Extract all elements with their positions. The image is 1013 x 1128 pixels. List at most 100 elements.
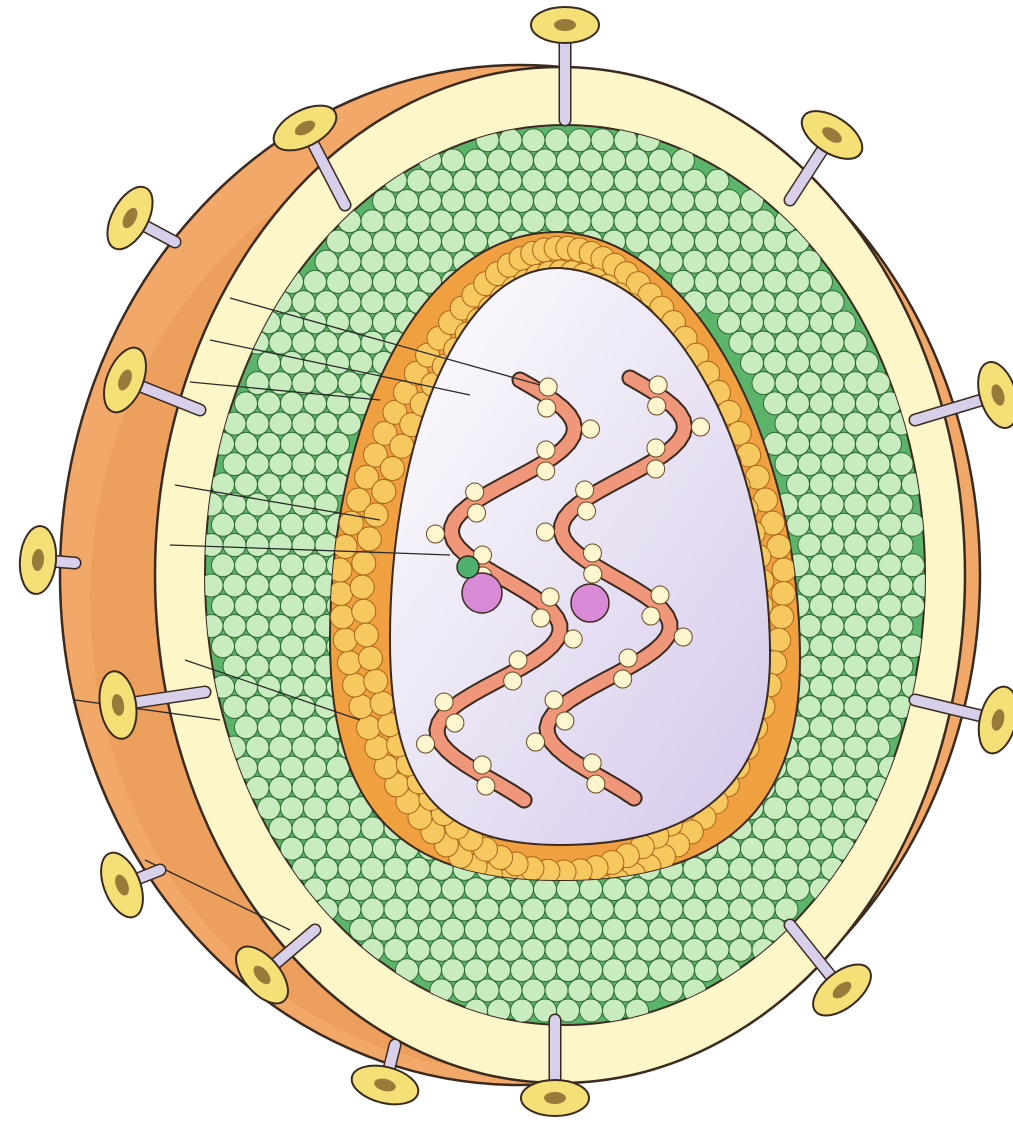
matrix-bead [499, 169, 522, 192]
matrix-bead [798, 493, 821, 516]
matrix-bead [879, 432, 902, 455]
rna-bead [539, 378, 557, 396]
matrix-bead [821, 372, 844, 395]
matrix-bead [476, 898, 499, 921]
matrix-bead [511, 149, 534, 172]
matrix-bead [810, 635, 833, 658]
matrix-bead [350, 270, 373, 293]
matrix-bead [879, 473, 902, 496]
matrix-bead [304, 635, 327, 658]
matrix-bead [522, 129, 545, 152]
matrix-bead [798, 412, 821, 435]
matrix-bead [568, 169, 591, 192]
enzyme-particle-pink-1 [462, 573, 502, 613]
matrix-bead [856, 432, 879, 455]
matrix-bead [315, 453, 338, 476]
matrix-bead [338, 898, 361, 921]
matrix-bead [787, 837, 810, 860]
matrix-bead [844, 574, 867, 597]
matrix-bead [591, 979, 614, 1002]
matrix-bead [844, 534, 867, 557]
matrix-bead [557, 149, 580, 172]
matrix-bead [603, 189, 626, 212]
matrix-bead [304, 392, 327, 415]
matrix-bead [315, 857, 338, 880]
matrix-bead [890, 574, 913, 597]
matrix-bead [752, 291, 775, 314]
matrix-bead [338, 331, 361, 354]
matrix-bead [614, 210, 637, 233]
matrix-bead [396, 189, 419, 212]
matrix-bead [672, 878, 695, 901]
matrix-bead [833, 351, 856, 374]
matrix-bead [373, 878, 396, 901]
matrix-bead [683, 938, 706, 961]
rna-bead [537, 441, 555, 459]
matrix-bead [787, 432, 810, 455]
matrix-bead [292, 655, 315, 678]
matrix-bead [419, 230, 442, 253]
matrix-bead [821, 534, 844, 557]
matrix-bead [798, 574, 821, 597]
matrix-bead [304, 756, 327, 779]
capsid-bead [349, 695, 373, 719]
matrix-bead [419, 189, 442, 212]
matrix-bead [419, 918, 442, 941]
matrix-bead [787, 878, 810, 901]
matrix-bead [775, 898, 798, 921]
matrix-bead [810, 392, 833, 415]
matrix-bead [557, 878, 580, 901]
matrix-bead [430, 250, 453, 273]
matrix-bead [764, 230, 787, 253]
matrix-bead [741, 311, 764, 334]
matrix-bead [695, 918, 718, 941]
matrix-bead [637, 169, 660, 192]
matrix-bead [798, 453, 821, 476]
matrix-bead [810, 513, 833, 536]
matrix-bead [890, 493, 913, 516]
matrix-bead [603, 959, 626, 982]
matrix-bead [281, 716, 304, 739]
matrix-bead [672, 230, 695, 253]
matrix-bead [833, 311, 856, 334]
matrix-bead [660, 169, 683, 192]
matrix-bead [407, 857, 430, 880]
matrix-bead [580, 959, 603, 982]
capsid-bead [337, 651, 361, 675]
matrix-bead [810, 473, 833, 496]
matrix-bead [292, 372, 315, 395]
matrix-bead [580, 878, 603, 901]
matrix-bead [304, 432, 327, 455]
matrix-bead [246, 372, 269, 395]
matrix-bead [833, 554, 856, 577]
rna-bead [642, 607, 660, 625]
matrix-bead [557, 918, 580, 941]
matrix-bead [879, 716, 902, 739]
matrix-bead [775, 776, 798, 799]
matrix-bead [718, 230, 741, 253]
matrix-bead [787, 756, 810, 779]
matrix-bead [695, 230, 718, 253]
rna-bead [537, 462, 555, 480]
matrix-bead [269, 695, 292, 718]
matrix-bead [258, 554, 281, 577]
matrix-bead [361, 250, 384, 273]
matrix-bead [603, 999, 626, 1022]
matrix-bead [798, 372, 821, 395]
matrix-bead [706, 938, 729, 961]
rna-bead [538, 399, 556, 417]
matrix-bead [764, 351, 787, 374]
matrix-bead [856, 392, 879, 415]
rna-bead [509, 651, 527, 669]
matrix-bead [821, 291, 844, 314]
matrix-bead [591, 938, 614, 961]
matrix-bead [844, 776, 867, 799]
matrix-bead [856, 635, 879, 658]
capsid-bead [390, 434, 414, 458]
matrix-bead [821, 736, 844, 759]
rna-bead [417, 735, 435, 753]
capsid-bead [364, 503, 388, 527]
matrix-bead [327, 432, 350, 455]
matrix-bead [764, 797, 787, 820]
rna-bead [527, 733, 545, 751]
